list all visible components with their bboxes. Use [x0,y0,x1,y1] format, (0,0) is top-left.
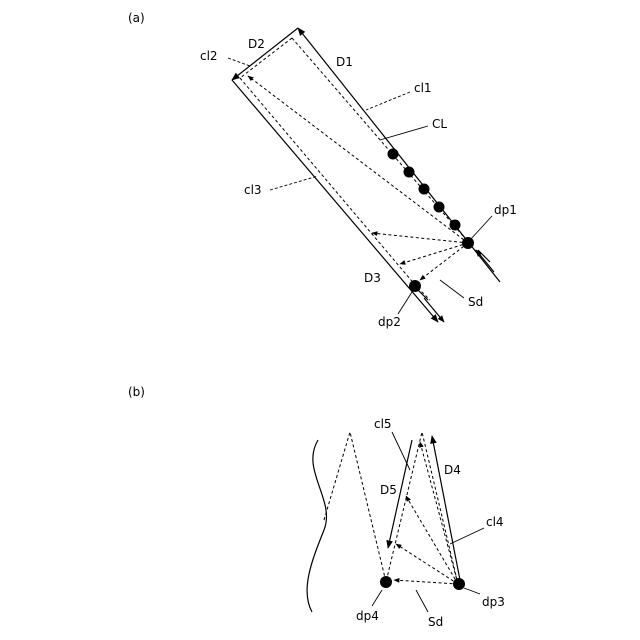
sd-leader [440,280,464,298]
sd-leader-b [416,590,428,612]
dp3-label: dp3 [482,595,505,609]
d1-label: D1 [336,55,353,69]
dp2-point [409,280,421,292]
cl1-label: cl1 [414,81,432,95]
sd-label-a: Sd [468,295,483,309]
d3-path [232,80,438,322]
sweep-arrow-2 [372,233,468,243]
panel-a-label: (a) [128,11,145,25]
dp1-leader [470,216,492,240]
cl3-path [240,78,430,300]
sweep-arrow-b4 [394,580,458,584]
dp4-leader [372,590,382,606]
d3-label: D3 [364,271,381,285]
sd-label-b: Sd [428,615,443,629]
cl4-leader [450,528,484,544]
d2-label: D2 [248,37,265,51]
dp1-label: dp1 [494,203,517,217]
panel-a-diagram: D2 D1 cl2 cl1 CL cl3 dp1 D3 Sd dp2 [200,28,517,329]
cl2-leader [228,58,250,66]
dp4-label: dp4 [356,609,379,623]
d4-path [432,436,460,580]
cl3-leader [270,176,318,190]
cl-leader [380,126,428,140]
cl-dot [419,184,430,195]
sweep-arrow-3 [400,243,468,264]
dp3-leader [464,588,480,594]
field-boundary [307,440,326,612]
cl-dot [434,202,445,213]
dp3-point [453,578,465,590]
d5-label: D5 [380,483,397,497]
d4-label: D4 [444,463,461,477]
cl-dot [388,149,399,160]
panel-b-diagram: cl5 D4 D5 cl4 dp3 dp4 Sd [307,417,505,629]
cl5-label: cl5 [374,417,392,431]
dp4-point [380,576,392,588]
cl-label: CL [432,117,447,131]
cl-dot [404,167,415,178]
dp2-leader [398,292,412,314]
d2-path [232,28,298,80]
sd-arrow [476,250,494,272]
dp2-label: dp2 [378,315,401,329]
panel-b-label: (b) [128,385,145,399]
cl-dot [450,220,461,231]
dp1-point [462,237,474,249]
sweep-arrow-4 [420,243,468,280]
cl2-label: cl2 [200,49,218,63]
cl5-leader [392,432,410,470]
cl4-label: cl4 [486,515,504,529]
cl1-path [292,38,470,244]
cl1-leader [366,92,410,110]
cl3-label: cl3 [244,183,262,197]
sweep-arrow-b2 [406,496,458,584]
